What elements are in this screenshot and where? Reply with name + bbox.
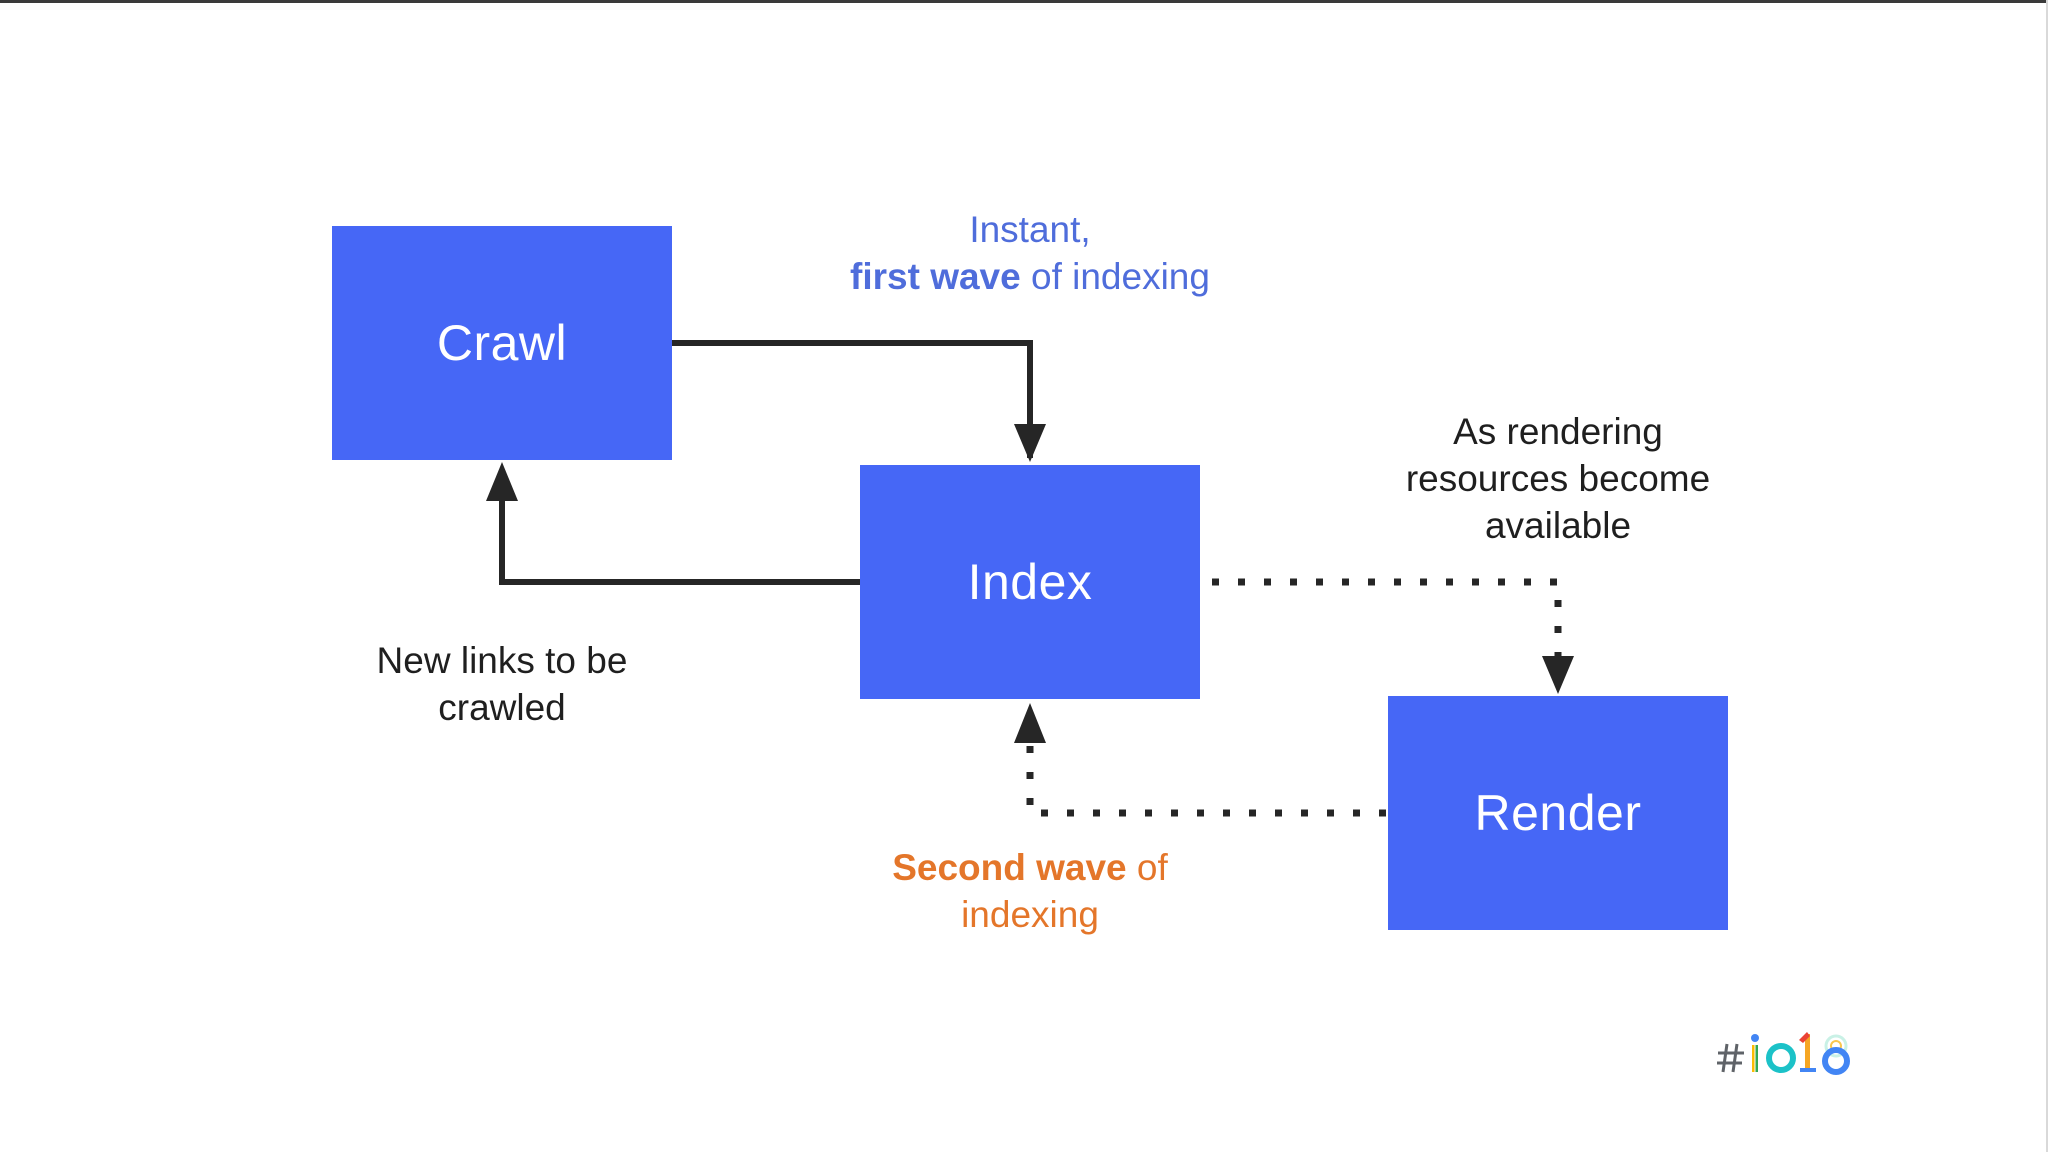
render-queue-line2: resources become	[1405, 458, 1711, 499]
first-wave-line1: Instant,	[969, 209, 1091, 250]
render-queue-line3: available	[1484, 505, 1632, 546]
arrowhead-into-crawl-bottom	[486, 462, 518, 501]
edge-crawl-to-index	[672, 340, 1033, 458]
edge-index-to-render	[1212, 578, 1562, 658]
edge-index-to-crawl	[499, 470, 860, 585]
first-wave-bold: first wave	[850, 256, 1021, 297]
render-box: Render	[1388, 696, 1728, 930]
new-links-annotation: New links to be crawled	[322, 637, 682, 731]
render-queue-line1: As rendering	[1453, 411, 1663, 452]
crawl-box: Crawl	[332, 226, 672, 460]
top-border	[0, 0, 2048, 3]
second-wave-bold: Second wave	[892, 847, 1127, 888]
new-links-line1: New links to be	[376, 640, 628, 681]
second-wave-line1: Second wave of	[850, 844, 1210, 891]
second-wave-annotation: Second wave of indexing	[850, 844, 1210, 938]
right-border	[2046, 0, 2048, 1152]
second-wave-rest: of	[1126, 847, 1168, 888]
crawl-label: Crawl	[436, 315, 568, 371]
io18-logo-icon	[1717, 1032, 1850, 1075]
arrowhead-into-render-top	[1542, 656, 1574, 694]
render-queue-annotation: As rendering resources become available	[1356, 408, 1760, 549]
new-links-line2: crawled	[438, 687, 566, 728]
arrowhead-into-index-bottom	[1014, 703, 1046, 743]
first-wave-annotation: Instant, first wave of indexing	[830, 206, 1230, 300]
edge-render-to-index	[1026, 743, 1386, 817]
first-wave-rest: of indexing	[1020, 256, 1210, 297]
first-wave-line2: first wave of indexing	[830, 253, 1230, 300]
arrowhead-into-index-top	[1014, 424, 1046, 462]
second-wave-line2: indexing	[961, 894, 1099, 935]
render-label: Render	[1474, 785, 1642, 841]
index-box: Index	[860, 465, 1200, 699]
index-label: Index	[967, 554, 1093, 610]
